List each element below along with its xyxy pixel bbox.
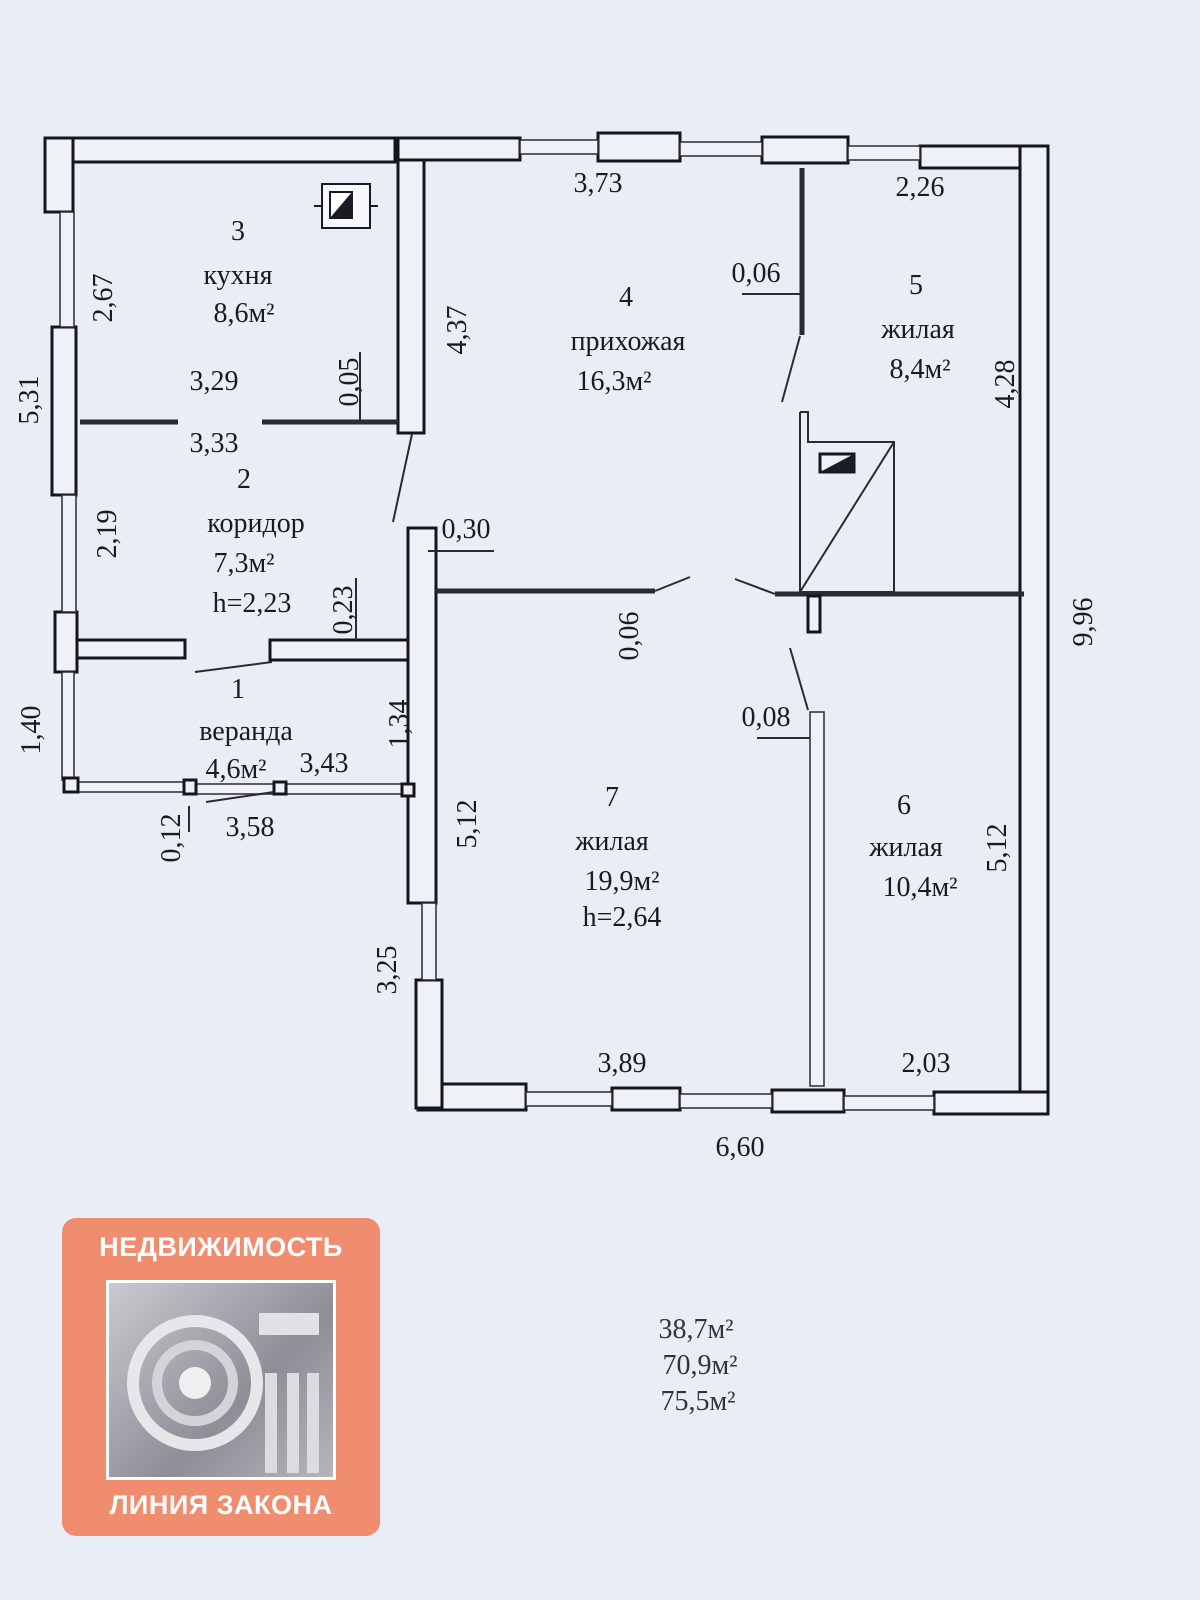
- dim-wall-thickness: 0,30: [442, 514, 491, 545]
- dim-room5-right: 4,28: [990, 360, 1021, 409]
- dim-overall-left: 5,31: [14, 376, 45, 425]
- dim-partition-right: 0,06: [614, 612, 645, 661]
- room-5-name: жилая: [880, 314, 955, 345]
- room-6-label: 6 жилая 10,4м²: [868, 790, 957, 903]
- logo-top-text: НЕДВИЖИМОСТЬ: [99, 1232, 343, 1262]
- dim-corridor-left: 2,19: [92, 510, 123, 559]
- room-7-name: жилая: [574, 826, 649, 857]
- dim-veranda-inner: 3,43: [300, 748, 349, 779]
- agency-logo: НЕДВИЖИМОСТЬ ЛИНИЯ ЗАКОНА: [62, 1218, 380, 1536]
- room-4-area: 16,3м²: [576, 366, 651, 397]
- dim-partition-kitchen: 0,05: [334, 358, 365, 407]
- room-6-name: жилая: [868, 832, 943, 863]
- dim-veranda-left: 1,40: [16, 706, 47, 755]
- room-4-number: 4: [619, 282, 633, 313]
- exterior-walls: [43, 131, 1050, 1116]
- dim-corridor-step: 0,23: [328, 586, 359, 635]
- room-7-number: 7: [605, 782, 619, 813]
- room-2-area: 7,3м²: [213, 548, 274, 579]
- dim-room7-left: 5,12: [452, 800, 483, 849]
- dim-overall-right: 9,96: [1068, 598, 1099, 647]
- room-4-label: 4 прихожая 16,3м²: [571, 282, 686, 397]
- dim-top-right: 2,26: [896, 172, 945, 203]
- dim-bottom-right: 2,03: [902, 1048, 951, 1079]
- dimension-leaders: [188, 293, 810, 832]
- room-4-name: прихожая: [571, 326, 686, 357]
- dim-kitchen-left: 2,67: [88, 274, 119, 323]
- dim-veranda-right: 1,34: [384, 700, 415, 749]
- room-1-label: 1 веранда 4,6м²: [199, 674, 293, 785]
- dimension-labels: 3,73 2,26 3,29 3,33 0,06 0,30 0,08 3,43 …: [14, 168, 1099, 1163]
- stove-icon: [314, 183, 378, 229]
- room-2-label: 2 коридор 7,3м² h=2,23: [207, 464, 304, 619]
- room-7-label: 7 жилая 19,9м² h=2,64: [574, 782, 661, 933]
- partitions: [62, 168, 1024, 1087]
- room-3-area: 8,6м²: [213, 298, 274, 329]
- room-5-area: 8,4м²: [889, 354, 950, 385]
- total-living-area: 38,7м²: [658, 1314, 733, 1345]
- dim-bottom-mid: 3,89: [598, 1048, 647, 1079]
- total-floor-area: 70,9м²: [662, 1350, 737, 1381]
- room-7-area: 19,9м²: [584, 866, 659, 897]
- dim-hall-wall: 4,37: [442, 306, 473, 355]
- total-overall-area: 75,5м²: [660, 1386, 735, 1417]
- dim-overall-bottom: 6,60: [716, 1132, 765, 1163]
- column-capital-icon: [106, 1280, 336, 1480]
- room-5-label: 5 жилая 8,4м²: [880, 270, 955, 385]
- dim-room6-right: 5,12: [982, 824, 1013, 873]
- room-2-number: 2: [237, 464, 251, 495]
- dim-partition-lower: 0,08: [742, 702, 791, 733]
- room-1-area: 4,6м²: [205, 754, 266, 785]
- room-5-number: 5: [909, 270, 923, 301]
- logo-bottom-text: ЛИНИЯ ЗАКОНА: [109, 1490, 333, 1520]
- dim-veranda-outer: 3,58: [226, 812, 275, 843]
- dim-veranda-wall: 0,12: [156, 814, 187, 863]
- room-3-number: 3: [231, 216, 245, 247]
- room-7-height: h=2,64: [583, 902, 662, 933]
- room-2-height: h=2,23: [213, 588, 292, 619]
- dim-partition-hall: 0,06: [732, 258, 781, 289]
- dim-window-left: 3,25: [372, 946, 403, 995]
- area-totals: 38,7м² 70,9м² 75,5м²: [658, 1314, 737, 1417]
- room-1-name: веранда: [199, 716, 293, 747]
- dim-kitchen-width: 3,29: [190, 366, 239, 397]
- room-6-number: 6: [897, 790, 911, 821]
- room-2-name: коридор: [207, 508, 304, 539]
- dim-corridor-width: 3,33: [190, 428, 239, 459]
- room-3-label: 3 кухня 8,6м²: [203, 216, 274, 329]
- room-6-area: 10,4м²: [882, 872, 957, 903]
- room-3-name: кухня: [203, 260, 272, 291]
- room-1-number: 1: [231, 674, 245, 705]
- dim-top-mid: 3,73: [574, 168, 623, 199]
